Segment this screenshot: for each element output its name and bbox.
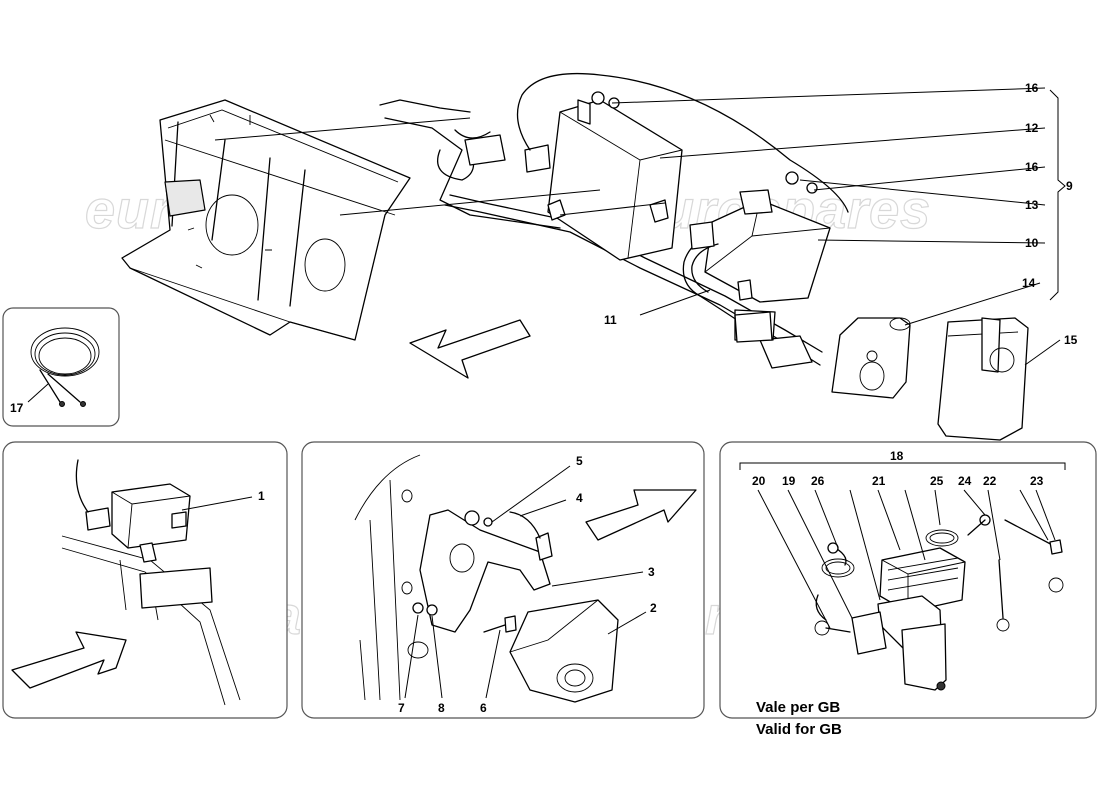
callout-3: 3 bbox=[648, 565, 655, 579]
leader-lines bbox=[214, 87, 1066, 366]
callout-26: 26 bbox=[811, 474, 825, 488]
callout-7: 7 bbox=[398, 701, 405, 715]
callout-15: 15 bbox=[1064, 333, 1078, 347]
callout-12: 12 bbox=[1025, 121, 1039, 135]
callout-22: 22 bbox=[983, 474, 997, 488]
callout-1: 1 bbox=[258, 489, 265, 503]
remote-transmitter bbox=[831, 317, 911, 399]
callout-11: 11 bbox=[604, 313, 617, 327]
callout-20: 20 bbox=[752, 474, 766, 488]
callout-25: 25 bbox=[930, 474, 944, 488]
callout-18: 18 bbox=[890, 449, 904, 463]
callout-17: 17 bbox=[10, 401, 24, 415]
callout-2: 2 bbox=[650, 601, 657, 615]
callout-23: 23 bbox=[1030, 474, 1044, 488]
callout-14: 14 bbox=[1022, 276, 1036, 290]
callout-13: 13 bbox=[1025, 198, 1039, 212]
callout-6: 6 bbox=[480, 701, 487, 715]
direction-arrow bbox=[409, 319, 531, 379]
callout-16: 16 bbox=[1025, 160, 1039, 174]
callout-19: 19 bbox=[782, 474, 796, 488]
panel-control-module: 1 bbox=[2, 441, 288, 719]
transmitter-pouch bbox=[937, 317, 1029, 441]
receiver-unit bbox=[682, 171, 831, 343]
callout-5: 5 bbox=[576, 454, 583, 468]
callout-16: 16 bbox=[1025, 81, 1039, 95]
callout-24: 24 bbox=[958, 474, 972, 488]
panel-gb-kit: 18 20 19 26 21 25 24 22 23 bbox=[719, 441, 1097, 738]
callout-9: 9 bbox=[1066, 179, 1073, 193]
panel-siren: 5 4 3 2 7 8 6 bbox=[301, 441, 705, 719]
gb-note-english: Valid for GB bbox=[756, 721, 842, 738]
callout-8: 8 bbox=[438, 701, 445, 715]
callout-4: 4 bbox=[576, 491, 583, 505]
panel-antenna-cable: 17 bbox=[2, 307, 120, 427]
gb-note-italian: Vale per GB bbox=[756, 699, 840, 716]
alarm-control-unit bbox=[516, 72, 849, 261]
mounting-bracket-plate bbox=[121, 99, 411, 341]
callout-10: 10 bbox=[1025, 236, 1039, 250]
callout-21: 21 bbox=[872, 474, 886, 488]
